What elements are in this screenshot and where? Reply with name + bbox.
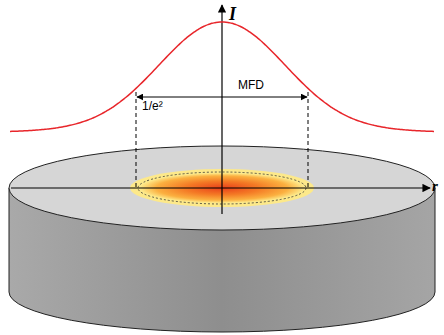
width-marker	[308, 92, 309, 190]
mfd-arrow	[137, 97, 307, 98]
axis-label: r	[432, 178, 438, 195]
threshold-label: 1/e²	[142, 100, 163, 114]
r-axis	[11, 187, 430, 188]
intensity-axis	[221, 5, 222, 214]
intensity-curve	[10, 22, 434, 131]
axis-label: I	[229, 4, 236, 25]
width-marker	[136, 92, 137, 190]
gaussian-holder	[10, 22, 434, 131]
dimension-label: MFD	[238, 79, 264, 93]
